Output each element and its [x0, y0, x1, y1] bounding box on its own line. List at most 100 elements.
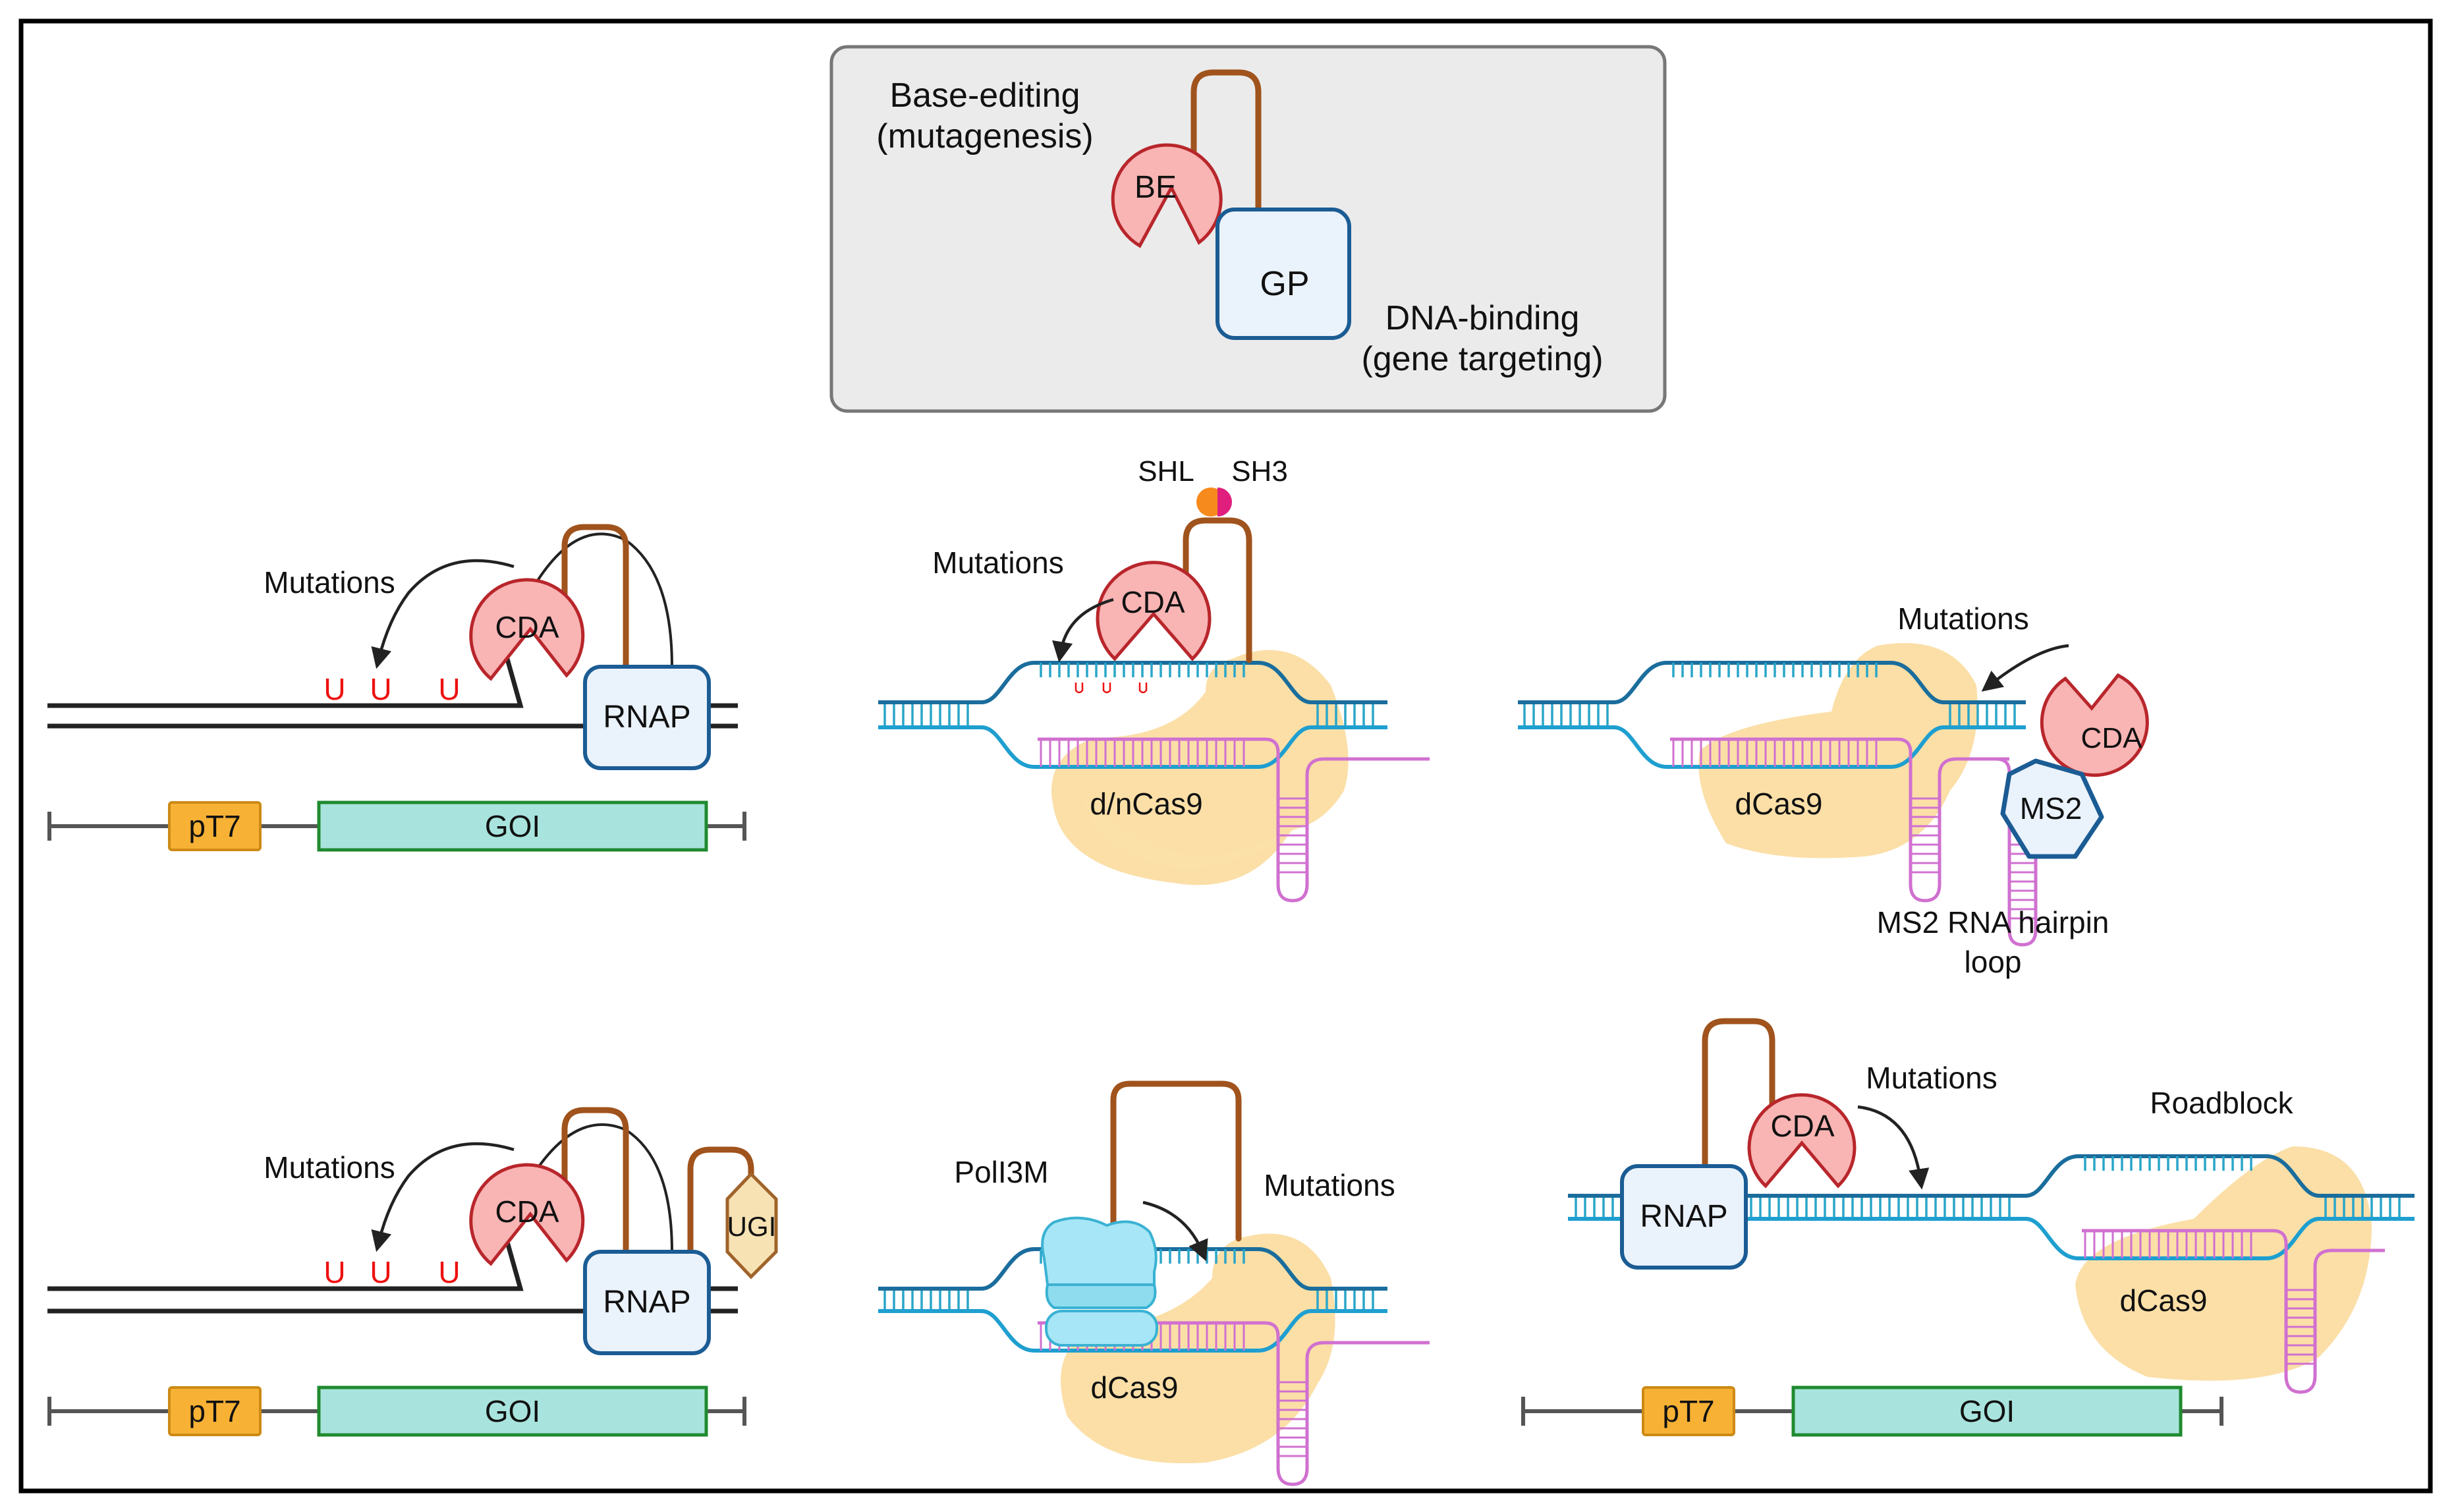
mutagenesis-label: (mutagenesis) — [876, 117, 1093, 155]
gene-label: GOI — [485, 809, 540, 843]
guide-rna — [1670, 737, 2009, 903]
cda-enzyme-icon — [1096, 561, 1212, 661]
dna-non-target-strand — [878, 1309, 1387, 1353]
cas9-protein-shade — [1080, 791, 1311, 870]
shl-label: SHL — [1138, 455, 1194, 488]
ugi-protein-icon — [725, 1171, 778, 1279]
mutations-arrow — [371, 1142, 515, 1252]
polymerase-label: PolI3M — [954, 1155, 1048, 1189]
dna-target-strand — [878, 661, 1387, 704]
mutations-arrow — [371, 559, 515, 669]
panel-d: UGI CDA RNAP Mutations U U U pT7 GOI — [47, 1107, 778, 1437]
dna-duplex — [1518, 661, 2038, 947]
mutations-arrow — [1052, 598, 1114, 663]
cda-label: CDA — [495, 1194, 559, 1229]
cda-label: CDA — [1770, 1109, 1834, 1143]
rnap-label: RNAP — [603, 1285, 690, 1320]
ms2-label: MS2 — [2020, 791, 2082, 826]
dna-duplex — [878, 1247, 1430, 1486]
cda-linker — [561, 524, 629, 670]
outer-frame — [18, 18, 2433, 1494]
panel-b: SHL SH3 CDA Mutations d/nCas9 — [878, 455, 1430, 903]
cda-label: CDA — [1121, 585, 1185, 619]
cas9-label: dCas9 — [2120, 1283, 2208, 1318]
promoter-box — [168, 1386, 262, 1436]
dna-top-strand — [47, 658, 524, 708]
promoter-box — [1642, 1386, 1735, 1436]
uracil-mark: U — [438, 1255, 460, 1289]
cda-enzyme-icon — [2040, 673, 2149, 777]
cas9-protein — [1698, 643, 1978, 858]
hairpin-label-loop: loop — [1965, 945, 2022, 979]
rnap-box — [1620, 1164, 1748, 1270]
uracil-mark: U — [323, 1255, 345, 1289]
cda-enzyme-icon — [469, 578, 585, 681]
cas9-label: dCas9 — [1735, 787, 1823, 821]
gene-label: GOI — [1959, 1394, 2015, 1428]
dna-binding-label: DNA-binding — [1385, 299, 1580, 337]
sh3-label: SH3 — [1231, 455, 1288, 488]
cda-linker — [561, 1107, 629, 1255]
guide-rna — [1038, 737, 1430, 903]
fusion-linker — [1110, 1080, 1242, 1262]
panel-a: CDA RNAP Mutations U U U pT7 GOI — [47, 524, 746, 852]
rnap-box — [583, 665, 711, 770]
be-label: BE — [1134, 170, 1177, 205]
gene-label: GOI — [485, 1394, 540, 1428]
mutations-label: Mutations — [264, 565, 395, 600]
promoter-label: pT7 — [188, 809, 240, 843]
cda-linker — [1183, 517, 1252, 663]
uracil-mark — [1102, 683, 1111, 694]
be-enzyme-icon — [1111, 143, 1223, 248]
panel-f: RNAP CDA Mutations Roadblock dCas9 pT7 G… — [1521, 1018, 2415, 1437]
rnap-label: RNAP — [1640, 1199, 1727, 1234]
promoter-label: pT7 — [1662, 1394, 1714, 1428]
hairpin-label: MS2 RNA hairpin — [1877, 905, 2109, 939]
ugi-label: UGI — [727, 1211, 777, 1242]
mutations-arrow — [1981, 644, 2069, 692]
roadblock-label: Roadblock — [2150, 1086, 2293, 1120]
cda-enzyme-icon — [469, 1163, 585, 1266]
cda-label: CDA — [2081, 722, 2143, 754]
promoter-label: pT7 — [188, 1394, 240, 1428]
panel-e: PolI3M Mutations dCas9 — [878, 1080, 1430, 1486]
mutations-arrow — [1142, 1200, 1208, 1262]
cas9-label: d/nCas9 — [1090, 787, 1202, 821]
gp-label: GP — [1260, 265, 1309, 303]
uracil-mark: U — [438, 672, 460, 706]
dna-target-strand — [2023, 1154, 2415, 1198]
mutations-label: Mutations — [1897, 602, 2028, 636]
dna-non-target-strand — [2023, 1217, 2415, 1260]
guide-rna — [2082, 1229, 2385, 1394]
uracil-mark — [1075, 683, 1084, 694]
legend-linker — [1190, 69, 1262, 213]
gene-box — [317, 1386, 708, 1437]
rnap-label: RNAP — [603, 700, 690, 735]
ms2-hairpin-rna — [1957, 757, 2038, 947]
mutations-label: Mutations — [1264, 1168, 1395, 1202]
legend-box: BE GP Base-editing (mutagenesis) DNA-bin… — [829, 45, 1667, 413]
gene-box — [317, 800, 708, 852]
ms2-protein-icon — [2000, 758, 2104, 859]
guide-rna — [1038, 1321, 1430, 1486]
uracil-mark: U — [370, 672, 391, 706]
uracil-mark: U — [370, 1255, 391, 1289]
uracil-mark: U — [323, 672, 345, 706]
polymerase-icon — [1041, 1216, 1158, 1347]
ugi-linker — [687, 1146, 754, 1255]
cas9-protein — [2075, 1146, 2372, 1381]
dna-non-target-strand — [878, 725, 1387, 769]
mutations-label: Mutations — [932, 546, 1063, 580]
mutations-label: Mutations — [1866, 1061, 1997, 1095]
promoter-box — [168, 801, 262, 851]
rnap-box — [583, 1250, 711, 1355]
sh3-domain-icon — [1217, 488, 1232, 517]
mutations-arrow — [1857, 1105, 1930, 1190]
cda-label: CDA — [495, 610, 559, 644]
dna-target-strand — [1518, 661, 2026, 704]
dna-top-strand — [47, 1241, 524, 1291]
dna-duplex — [878, 661, 1430, 903]
cda-linker — [1702, 1018, 1775, 1169]
uracil-mark — [1138, 683, 1148, 694]
